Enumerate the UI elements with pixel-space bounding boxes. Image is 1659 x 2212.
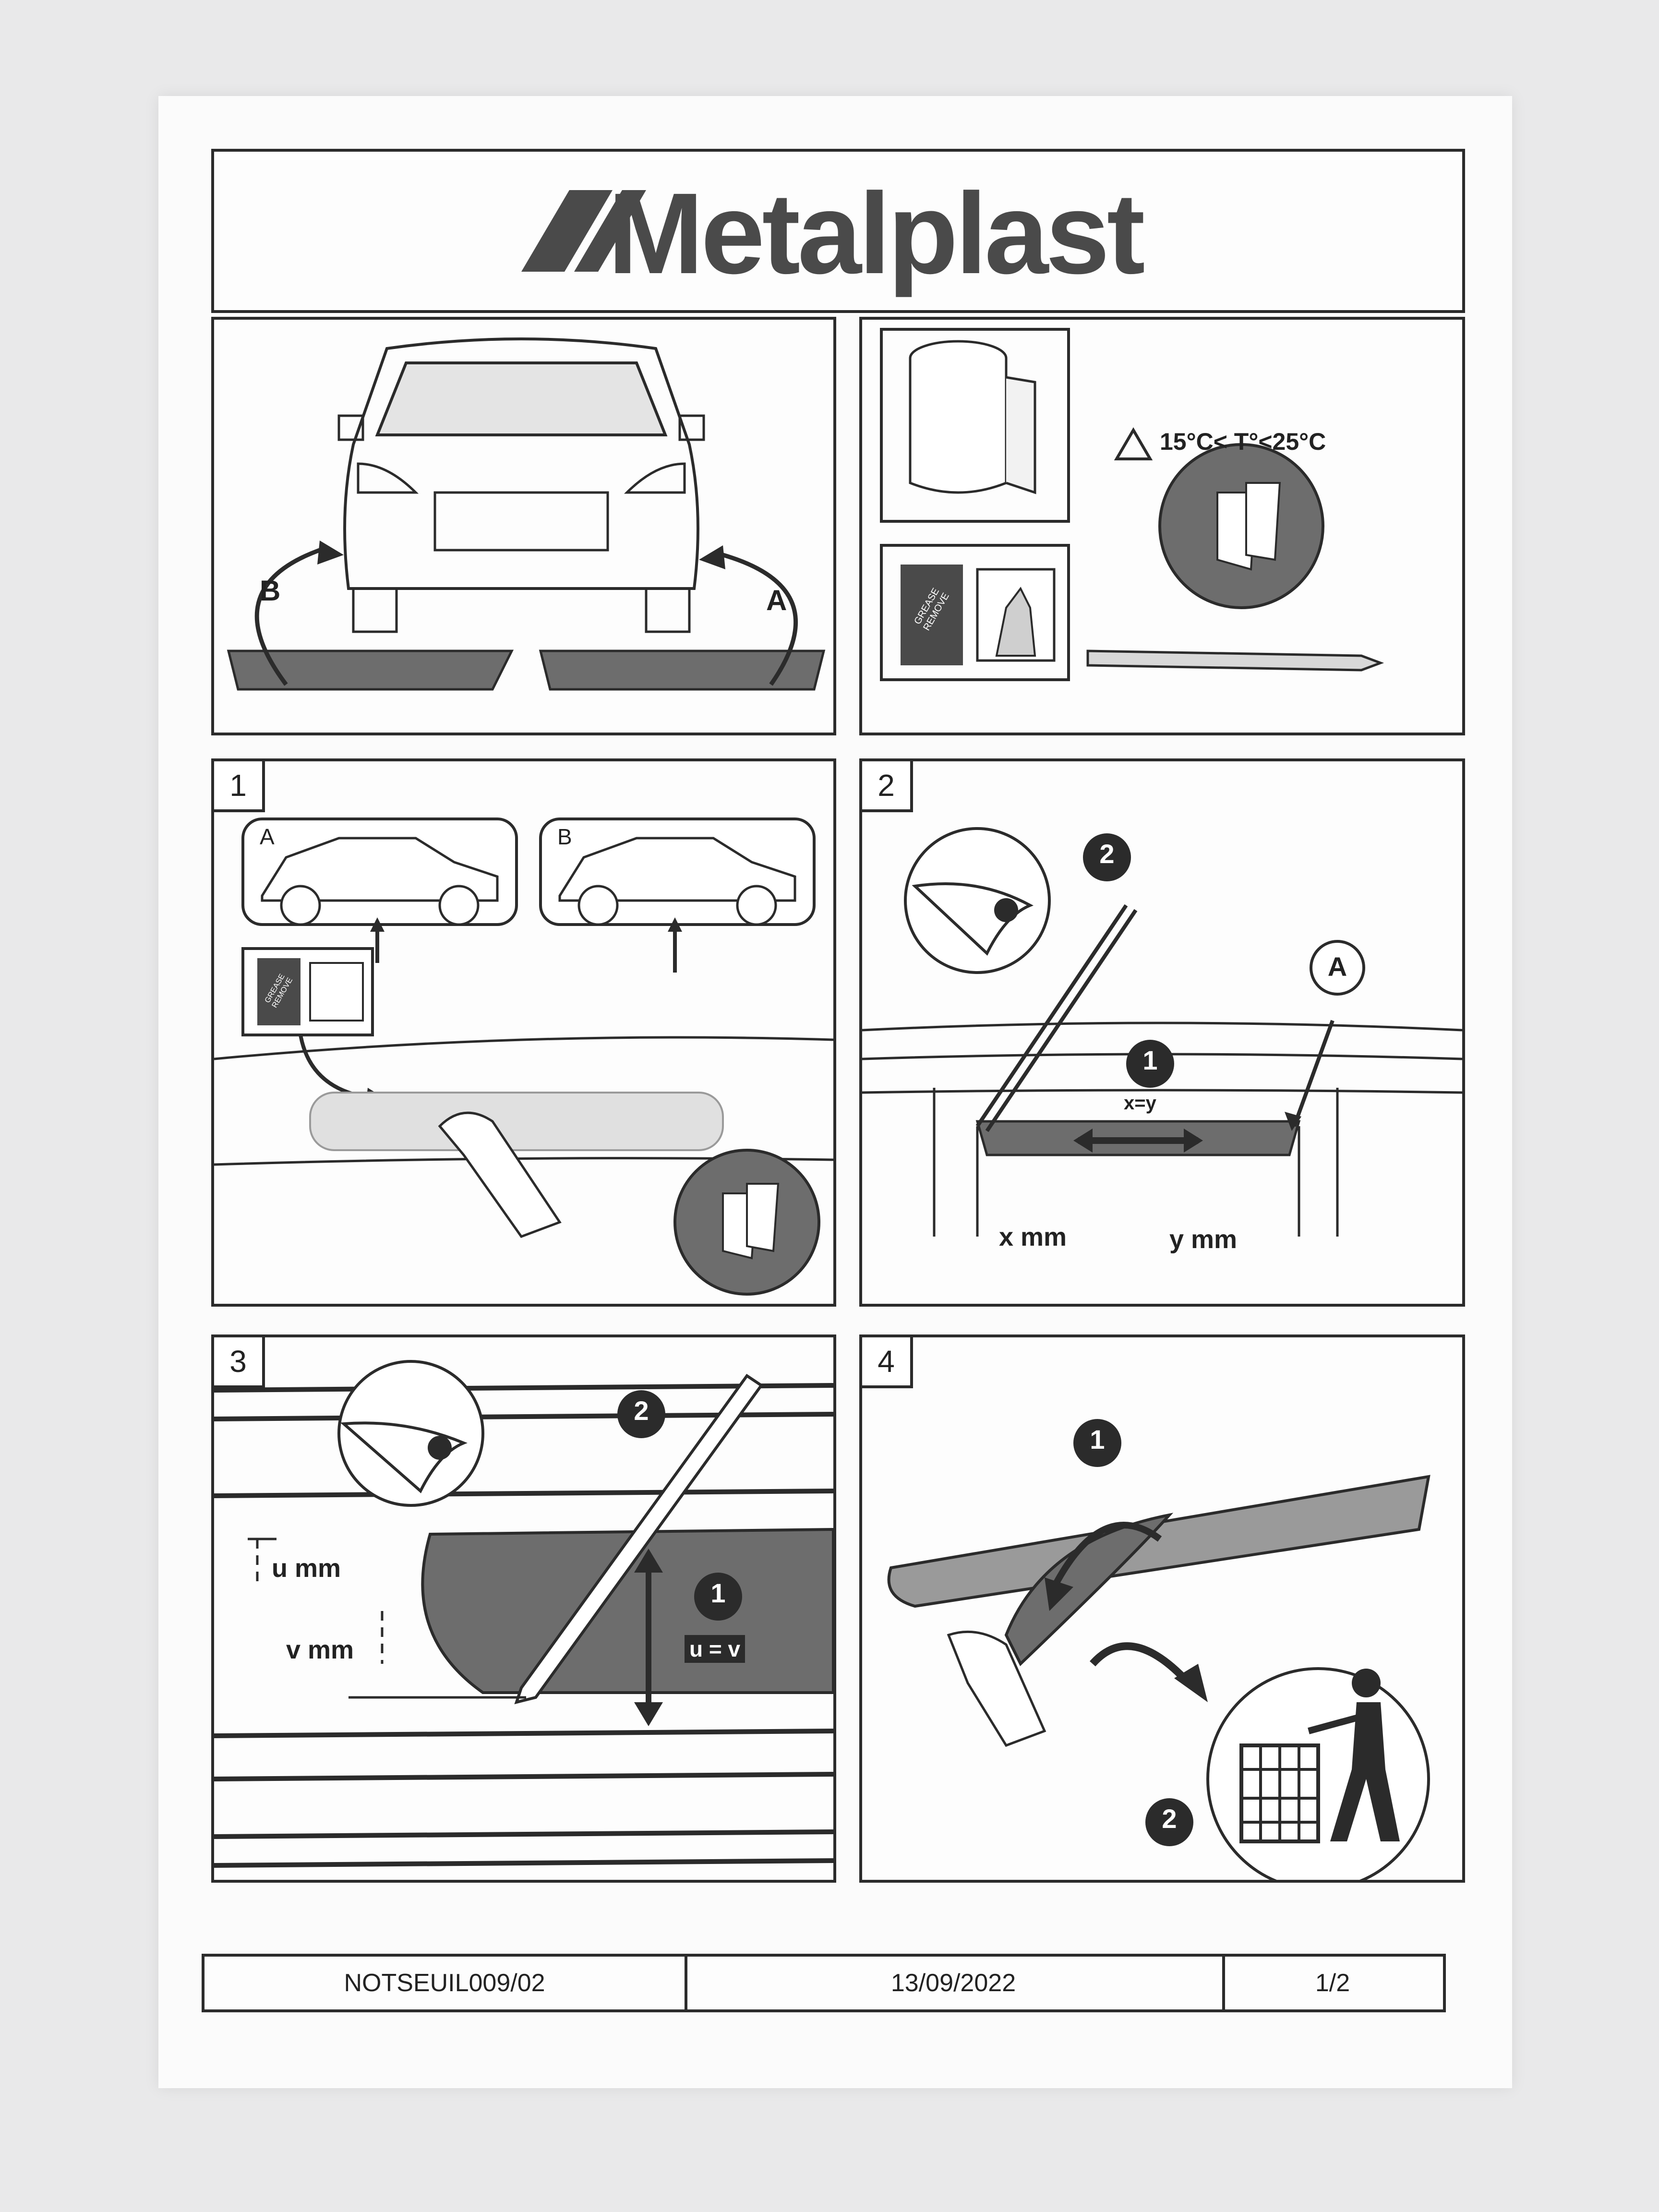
brand-slash-mark (521, 190, 646, 272)
u-measure-label: u mm (272, 1554, 341, 1583)
document-code: NOTSEUIL009/02 (204, 1957, 687, 2009)
step-number: 1 (214, 761, 265, 812)
badge-2 (1083, 833, 1131, 881)
grease-remover-icon (880, 544, 1070, 681)
step-4-panel: 4 1 2 (859, 1334, 1465, 1883)
pencil-icon (975, 904, 1128, 1128)
badge-1 (1126, 1040, 1174, 1088)
badge-2 (1145, 1798, 1193, 1846)
sill-plate-a (539, 649, 826, 691)
step-1-panel: 1 (211, 758, 836, 1307)
step-number: 3 (214, 1337, 265, 1388)
bin-badge-number: 2 (1162, 1803, 1177, 1834)
grease-remover-icon (241, 947, 374, 1036)
equation-label: u = v (685, 1635, 745, 1663)
pencil-icon (1086, 649, 1384, 672)
peel-badge-number: 1 (1090, 1424, 1105, 1455)
gloves-icon (673, 1149, 820, 1296)
step-number: 4 (862, 1337, 913, 1388)
v-measure-label: v mm (286, 1635, 354, 1664)
pencil-badge-number: 2 (1099, 839, 1115, 869)
side-label-a: A (766, 584, 787, 616)
overview-panel: B A (211, 317, 836, 735)
hand-icon (947, 1630, 1046, 1747)
car-side-b-icon (539, 817, 816, 973)
x-measure-label: x mm (999, 1223, 1067, 1251)
y-measure-label: y mm (1169, 1225, 1238, 1254)
car-b-label: B (557, 824, 572, 849)
pencil-icon (514, 1373, 764, 1705)
pencil-badge-number: 2 (634, 1395, 649, 1426)
center-badge-number: 1 (710, 1578, 726, 1608)
sill-area (309, 1092, 724, 1151)
center-badge-number: 1 (1142, 1045, 1158, 1075)
eye-icon (337, 1360, 484, 1507)
document-date: 13/09/2022 (685, 1957, 1225, 2009)
step-3-panel: 3 u mm v mm (211, 1334, 836, 1883)
footer-bar: NOTSEUIL009/02 13/09/2022 1/2 (202, 1954, 1446, 2012)
hand-wiping-icon (438, 1111, 562, 1238)
marker-a (1310, 940, 1365, 996)
sill-plate-b (227, 649, 514, 691)
sill-plate-peeling (887, 1475, 1431, 1608)
badge-1 (1073, 1419, 1121, 1467)
eye-icon (904, 827, 1051, 974)
temperature-range: 15°C< T°<25°C (1160, 428, 1326, 455)
header-banner: Metalplast (211, 149, 1465, 313)
step-number: 2 (862, 761, 913, 812)
side-label-b: B (260, 575, 281, 607)
page-number: 1/2 (1315, 1969, 1350, 1997)
warning-icon (1114, 427, 1153, 460)
trash-bin-icon (1206, 1667, 1430, 1880)
badge-2 (617, 1390, 665, 1438)
equation-label: x=y (1124, 1093, 1156, 1114)
car-a-label: A (260, 824, 275, 849)
brand-logo-text: Metalplast (608, 169, 1145, 298)
protective-film (1004, 1513, 1174, 1666)
car-side-a-icon (241, 817, 518, 963)
paper-roll-icon (880, 328, 1070, 523)
badge-1 (694, 1573, 742, 1621)
instruction-sheet: Metalplast B A (158, 96, 1512, 2088)
supplies-panel: GREASE REMOVE 15°C< T°<25°C (859, 317, 1465, 735)
step-2-panel: 2 2 1 A (859, 758, 1465, 1307)
car-front-illustration (227, 337, 826, 691)
gloves-icon (1158, 443, 1324, 609)
marker-label: A (1327, 951, 1347, 982)
